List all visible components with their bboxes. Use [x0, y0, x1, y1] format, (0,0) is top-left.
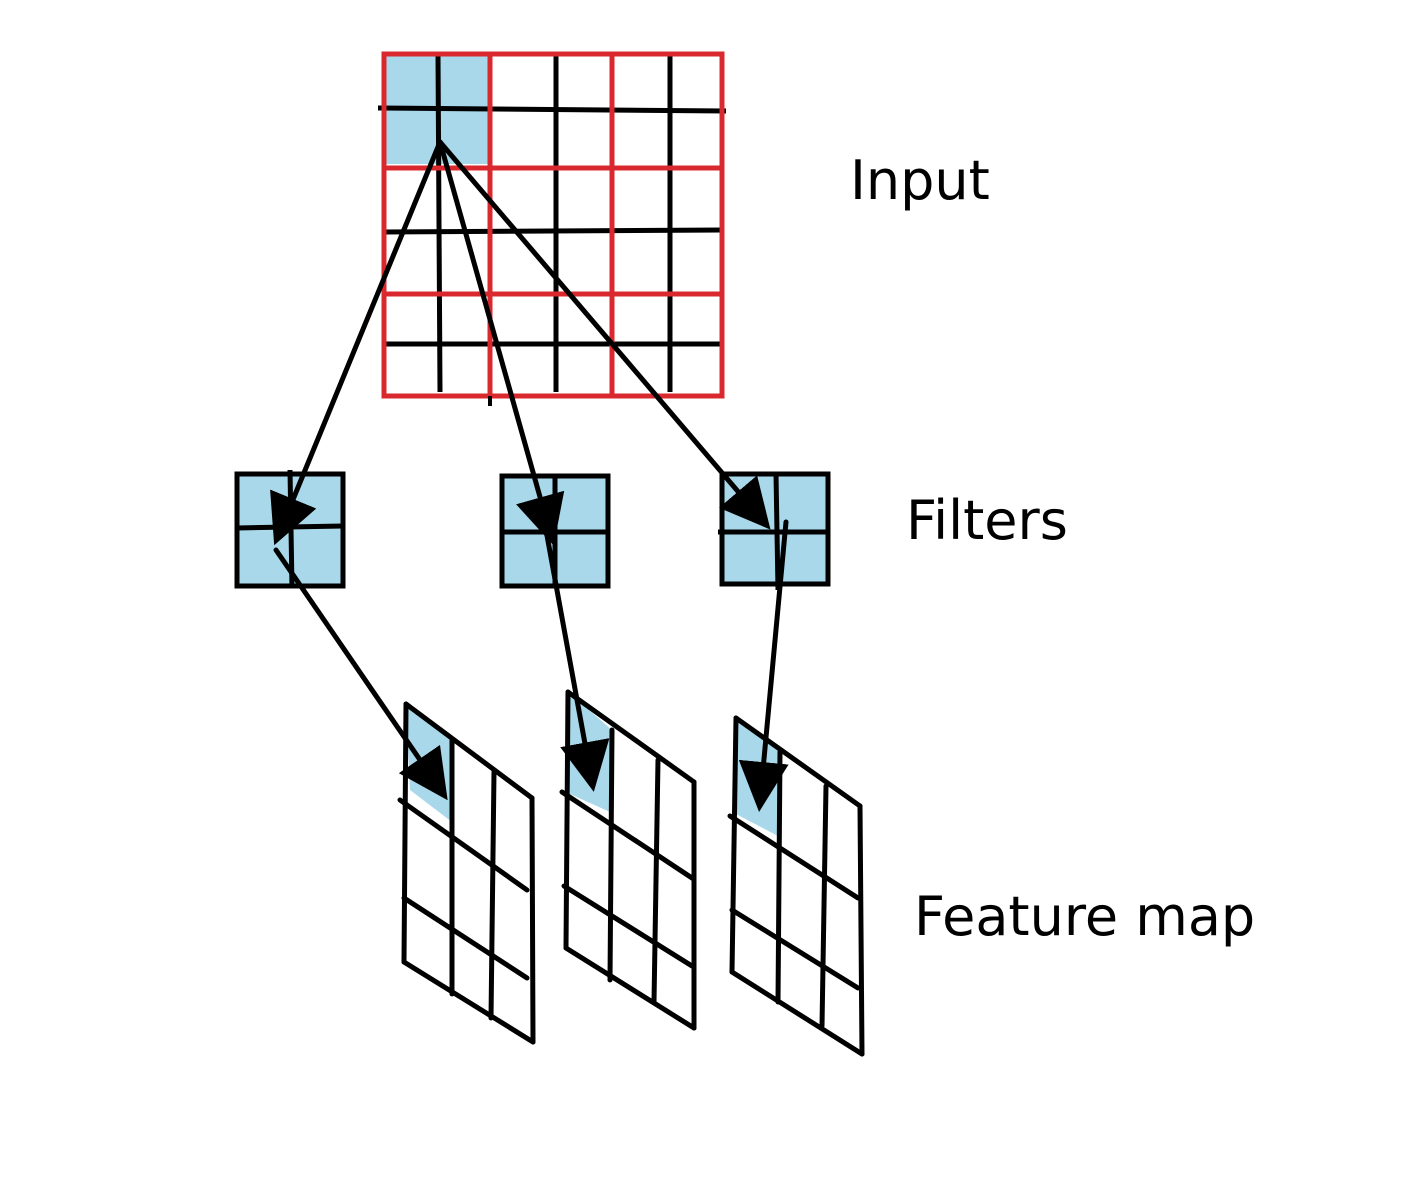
arrow-filter-1-to-feature-map-1 — [273, 547, 448, 801]
arrow-input-to-filter-1 — [270, 139, 443, 546]
filter-to-featuremap-arrows — [273, 519, 789, 812]
arrow-filter-2-to-feature-map-2 — [543, 527, 610, 792]
feature-map-label: Feature map — [914, 885, 1256, 948]
arrow-filter-3-to-feature-map-3 — [738, 519, 789, 812]
feature-map-1 — [397, 701, 536, 1045]
feature-map-3 — [727, 715, 865, 1057]
feature-map-2 — [559, 689, 697, 1031]
input-label: Input — [850, 149, 990, 212]
filters-label: Filters — [906, 489, 1068, 552]
arrow-input-to-filter-2 — [437, 139, 565, 546]
filter-3 — [718, 471, 831, 591]
input-grid — [377, 51, 727, 406]
input-grid-black-lines — [377, 53, 727, 393]
input-grid-red-lines — [381, 51, 725, 399]
filter-2 — [499, 473, 611, 589]
arrow-input-to-filter-3 — [437, 139, 771, 530]
input-to-filter-arrows — [270, 139, 771, 546]
